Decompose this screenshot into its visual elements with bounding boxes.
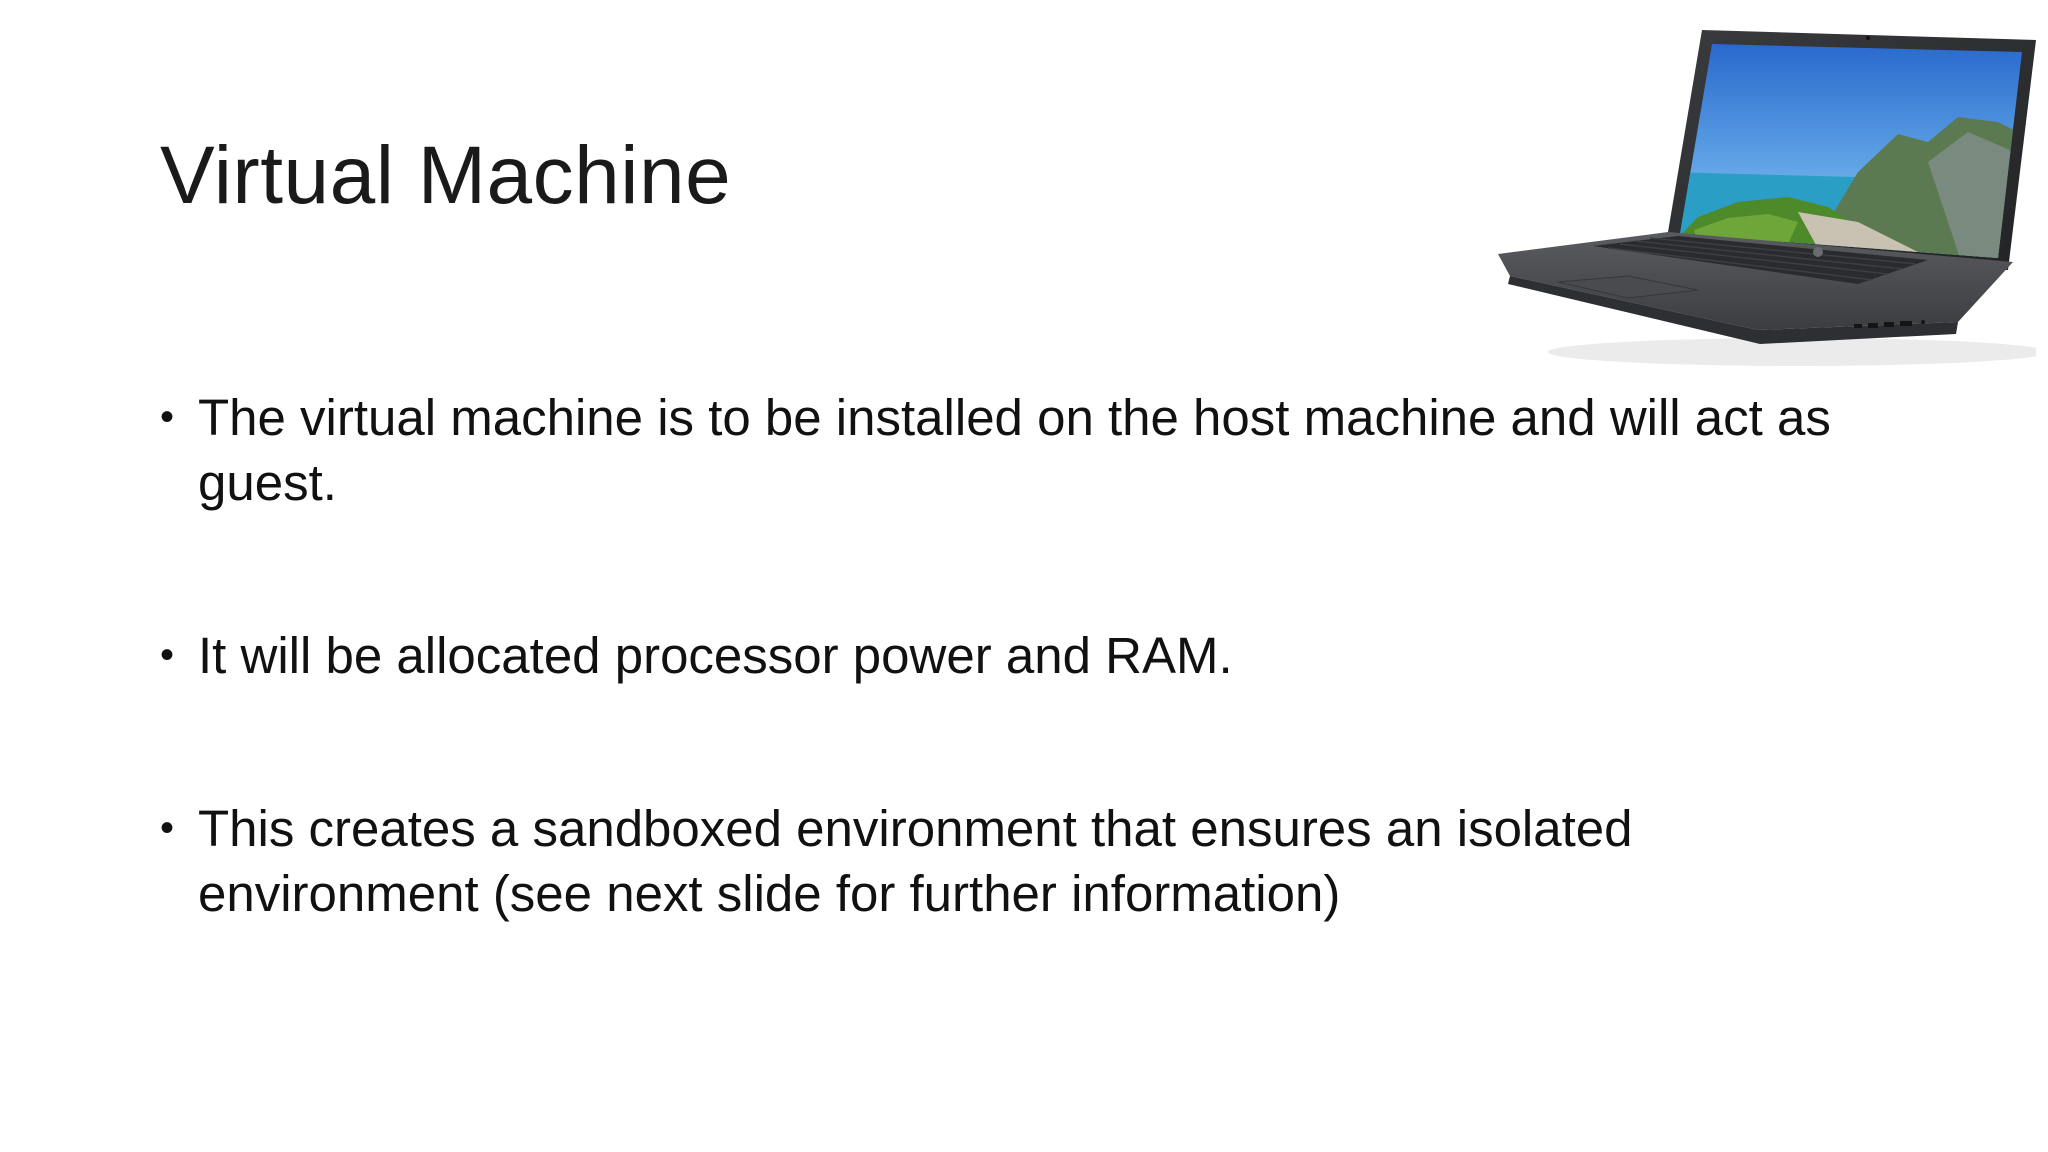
bullet-item: • It will be allocated processor power a…: [160, 623, 1920, 688]
bullet-text: This creates a sandboxed environment tha…: [198, 800, 1633, 922]
bullet-icon: •: [160, 395, 175, 439]
bullet-list: • The virtual machine is to be installed…: [160, 385, 1920, 926]
bullet-item: • This creates a sandboxed environment t…: [160, 796, 1920, 926]
bullet-icon: •: [160, 633, 175, 677]
slide-title: Virtual Machine: [160, 130, 732, 221]
bullet-icon: •: [160, 806, 175, 850]
bullet-item: • The virtual machine is to be installed…: [160, 385, 1920, 515]
bullet-text: It will be allocated processor power and…: [198, 627, 1233, 684]
laptop-image: [1498, 30, 2036, 366]
bullet-text: The virtual machine is to be installed o…: [198, 389, 1831, 511]
